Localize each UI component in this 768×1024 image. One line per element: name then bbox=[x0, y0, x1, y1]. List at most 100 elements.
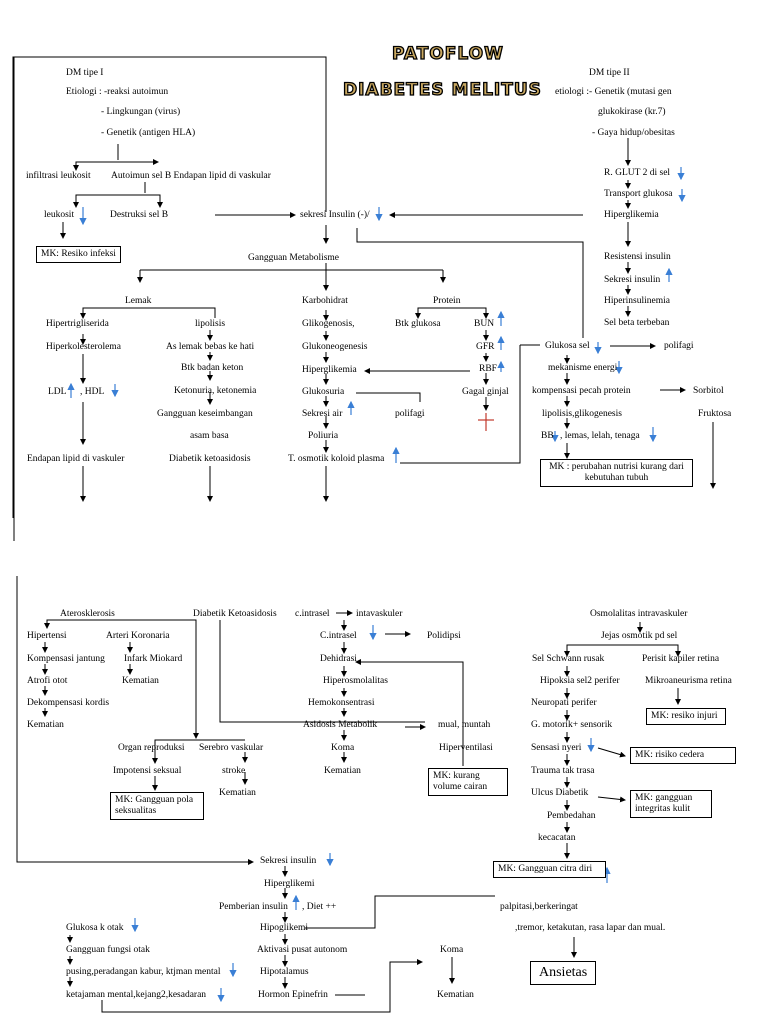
node-cintra2: C.intrasel bbox=[320, 631, 357, 641]
node-dm2: DM tipe II bbox=[589, 68, 630, 78]
mk-risiko-cedera: MK: risiko cedera bbox=[630, 747, 736, 764]
node-hiperosmo: Hiperosmolalitas bbox=[323, 676, 388, 686]
mk-resiko-injuri: MK: resiko injuri bbox=[646, 708, 726, 725]
node-stroke: stroke bbox=[222, 766, 246, 776]
node-hiperglik2: Hiperglikemia bbox=[604, 210, 659, 220]
node-sorbitol: Sorbitol bbox=[693, 386, 724, 396]
node-serebro: Serebro vaskular bbox=[199, 743, 264, 753]
node-ldl: LDL bbox=[48, 387, 67, 397]
node-hiperglikemi: Hiperglikemi bbox=[264, 879, 315, 889]
node-dka2: Diabetik Ketoasidosis bbox=[193, 609, 277, 619]
node-ulcus: Ulcus Diabetik bbox=[531, 788, 589, 798]
node-mual: mual, muntah bbox=[438, 720, 491, 730]
node-infil: infiltrasi leukosit bbox=[26, 171, 91, 181]
node-sekins: Sekresi insulin bbox=[604, 275, 661, 285]
node-hipotalamus: Hipotalamus bbox=[260, 967, 309, 977]
node-osmo: Osmolalitas intravaskuler bbox=[590, 609, 688, 619]
node-etio2c: - Gaya hidup/obesitas bbox=[592, 128, 675, 138]
node-lemas: , lemas, lelah, tenaga bbox=[560, 431, 640, 441]
node-glukosuria: Glukosuria bbox=[302, 387, 345, 397]
node-schwann: Sel Schwann rusak bbox=[532, 654, 605, 664]
mk-nutrisi: MK : perubahan nutrisi kurang dari kebut… bbox=[540, 459, 693, 487]
node-endapan: Endapan lipid di vaskuler bbox=[27, 454, 125, 464]
node-koma1: Koma bbox=[331, 743, 355, 753]
node-perisit: Perisit kapiler retina bbox=[642, 654, 720, 664]
node-protein: Protein bbox=[433, 296, 461, 306]
node-gfr: GFR bbox=[476, 342, 495, 352]
node-neuropati: Neuropati perifer bbox=[531, 698, 597, 708]
node-lemak: Lemak bbox=[125, 296, 152, 306]
node-poliuria: Poliuria bbox=[308, 431, 339, 441]
mk-integritas-kulit: MK: gangguan integritas kulit bbox=[630, 790, 712, 818]
node-kematian1: Kematian bbox=[122, 676, 159, 686]
node-tremor: ,tremor, ketakutan, rasa lapar dan mual. bbox=[515, 923, 666, 933]
node-kematian4: Kematian bbox=[219, 788, 256, 798]
node-polifagi1: polifagi bbox=[395, 409, 425, 419]
node-pemberian: Pemberian insulin bbox=[219, 902, 288, 912]
node-kematian3: Kematian bbox=[324, 766, 361, 776]
node-sekair: Sekresi air bbox=[302, 409, 343, 419]
node-jejas: Jejas osmotik pd sel bbox=[601, 631, 678, 641]
node-sekresi: sekresi Insulin (-)/ bbox=[300, 210, 370, 220]
node-mekanisme: mekanisme energi bbox=[548, 363, 618, 373]
node-sensasi: Sensasi nyeri bbox=[531, 743, 582, 753]
node-etio1b: - Lingkungan (virus) bbox=[101, 107, 181, 117]
node-hiperglik: Hiperglikemia bbox=[302, 365, 357, 375]
node-kompensasi: kompensasi pecah protein bbox=[532, 386, 631, 396]
node-hemokon: Hemokonsentrasi bbox=[308, 698, 375, 708]
node-sekins2: Sekresi insulin bbox=[260, 856, 317, 866]
node-bb: BB bbox=[541, 431, 554, 441]
node-hipervent: Hiperventilasi bbox=[439, 743, 493, 753]
node-pusing: pusing,peradangan kabur, ktjman mental bbox=[66, 967, 221, 977]
node-hdl: , HDL bbox=[80, 387, 105, 397]
node-destruksi: Destruksi sel B bbox=[110, 210, 169, 220]
node-transport: Transport glukosa bbox=[604, 189, 673, 199]
node-kecacatan: kecacatan bbox=[538, 833, 576, 843]
node-gangotak: Gangguan fungsi otak bbox=[66, 945, 150, 955]
node-leukosit: leukosit bbox=[44, 210, 75, 220]
node-dm1: DM tipe I bbox=[66, 68, 104, 78]
title-line1: PATOFLOW bbox=[391, 43, 504, 64]
node-hipoglik: Hipoglikemi bbox=[260, 923, 309, 933]
node-hipertrig: Hipertrigliserida bbox=[46, 319, 109, 329]
node-hormon: Hormon Epinefrin bbox=[258, 990, 328, 1000]
node-dka: Diabetik ketoasidosis bbox=[169, 454, 251, 464]
node-btkglu: Btk glukosa bbox=[395, 319, 441, 329]
node-glikogen: Glikogenosis, bbox=[302, 319, 355, 329]
node-fruktosa: Fruktosa bbox=[698, 409, 732, 419]
node-impotensi: Impotensi seksual bbox=[113, 766, 182, 776]
node-etio1c: - Genetik (antigen HLA) bbox=[101, 128, 196, 138]
node-gmotorik: G. motorik+ sensorik bbox=[531, 720, 613, 730]
node-resistensi: Resistensi insulin bbox=[604, 252, 671, 262]
node-hiperkol: Hiperkolesterolema bbox=[46, 342, 121, 352]
box-ansietas: Ansietas bbox=[530, 961, 597, 985]
node-asambasa: asam basa bbox=[190, 431, 229, 441]
node-koma2: Koma bbox=[440, 945, 464, 955]
node-mikroan: Mikroaneurisma retina bbox=[645, 676, 732, 686]
node-etio2: etiologi :- Genetik (mutasi gen bbox=[555, 87, 672, 97]
node-selbeta: Sel beta terbeban bbox=[604, 318, 670, 328]
node-aslemak: As lemak bebas ke hati bbox=[166, 342, 255, 352]
node-kematian5: Kematian bbox=[437, 990, 474, 1000]
node-trauma: Trauma tak trasa bbox=[531, 766, 595, 776]
node-hipertensi: Hipertensi bbox=[27, 631, 67, 641]
node-asidosis: Asidosis Metabolik bbox=[303, 720, 378, 730]
node-tosmotik: T. osmotik koloid plasma bbox=[288, 454, 385, 464]
node-ateros: Aterosklerosis bbox=[60, 609, 115, 619]
mk-resiko-infeksi: MK: Resiko infeksi bbox=[36, 246, 121, 263]
node-kematian2: Kematian bbox=[27, 720, 64, 730]
title-line2: DIABETES MELITUS bbox=[342, 79, 542, 100]
mk-gangguan-seksual: MK: Gangguan pola seksualitas bbox=[110, 792, 204, 820]
node-rbf: RBF bbox=[479, 364, 497, 374]
node-etio2b: glukokirase (kr.7) bbox=[598, 107, 666, 117]
node-palpitasi: palpitasi,berkeringat bbox=[500, 902, 578, 912]
node-ketonuria: Ketonuria, ketonemia bbox=[174, 386, 257, 396]
node-cintra: c.intrasel bbox=[295, 609, 330, 619]
node-polifagi2: polifagi bbox=[664, 341, 694, 351]
node-gagal: Gagal ginjal bbox=[462, 387, 509, 397]
node-gangguan: Gangguan Metabolisme bbox=[248, 253, 340, 263]
node-bun: BUN bbox=[474, 319, 495, 329]
node-gangkes: Gangguan keseimbangan bbox=[157, 409, 253, 419]
